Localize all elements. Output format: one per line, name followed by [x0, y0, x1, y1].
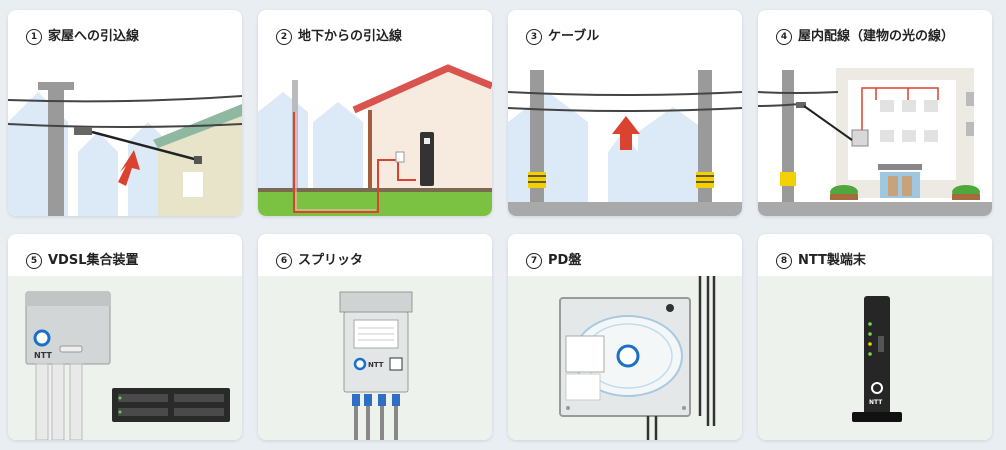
pd-panel-illustration: [508, 276, 742, 440]
number-badge: 1: [26, 29, 42, 45]
card-title: 4 屋内配線（建物の光の線）: [776, 25, 954, 45]
cable-illustration: [508, 52, 742, 216]
underground-line-illustration: [258, 52, 492, 216]
card-title-text: 地下からの引込線: [298, 29, 403, 44]
card-title: 8 NTT製端末: [776, 249, 866, 269]
card-cable[interactable]: 3 ケーブル: [508, 10, 742, 216]
card-title-text: ケーブル: [548, 29, 600, 44]
ntt-terminal-illustration: NTT: [758, 276, 992, 440]
card-pd-panel[interactable]: 7 PD盤: [508, 234, 742, 440]
drop-wire-illustration: [8, 52, 242, 216]
indoor-wiring-illustration: [758, 52, 992, 216]
number-badge: 6: [276, 253, 292, 269]
card-title: 2 地下からの引込線: [276, 25, 402, 45]
card-title-text: VDSL集合装置: [48, 253, 139, 268]
ntt-logo-text: NTT: [34, 351, 52, 360]
card-ntt-terminal[interactable]: 8 NTT製端末 NTT: [758, 234, 992, 440]
card-title: 3 ケーブル: [526, 25, 599, 45]
vdsl-unit-illustration: NTT: [8, 276, 242, 440]
card-title-text: スプリッタ: [298, 253, 364, 268]
card-title-text: PD盤: [548, 253, 582, 268]
number-badge: 8: [776, 253, 792, 269]
card-title: 6 スプリッタ: [276, 249, 363, 269]
card-underground-line[interactable]: 2 地下からの引込線: [258, 10, 492, 216]
card-title-text: 屋内配線（建物の光の線）: [798, 29, 955, 44]
number-badge: 7: [526, 253, 542, 269]
ntt-logo-text: NTT: [368, 361, 384, 369]
card-splitter[interactable]: 6 スプリッタ NTT: [258, 234, 492, 440]
ntt-logo-text: NTT: [869, 399, 883, 406]
number-badge: 4: [776, 29, 792, 45]
card-title-text: 家屋への引込線: [48, 29, 140, 44]
card-title: 1 家屋への引込線: [26, 25, 139, 45]
card-indoor-wiring[interactable]: 4 屋内配線（建物の光の線）: [758, 10, 992, 216]
number-badge: 2: [276, 29, 292, 45]
card-title: 7 PD盤: [526, 249, 581, 269]
number-badge: 5: [26, 253, 42, 269]
card-title-text: NTT製端末: [798, 253, 866, 268]
splitter-illustration: NTT: [258, 276, 492, 440]
number-badge: 3: [526, 29, 542, 45]
card-vdsl-unit[interactable]: 5 VDSL集合装置 NTT: [8, 234, 242, 440]
card-title: 5 VDSL集合装置: [26, 249, 139, 269]
card-drop-wire[interactable]: 1 家屋への引込線: [8, 10, 242, 216]
